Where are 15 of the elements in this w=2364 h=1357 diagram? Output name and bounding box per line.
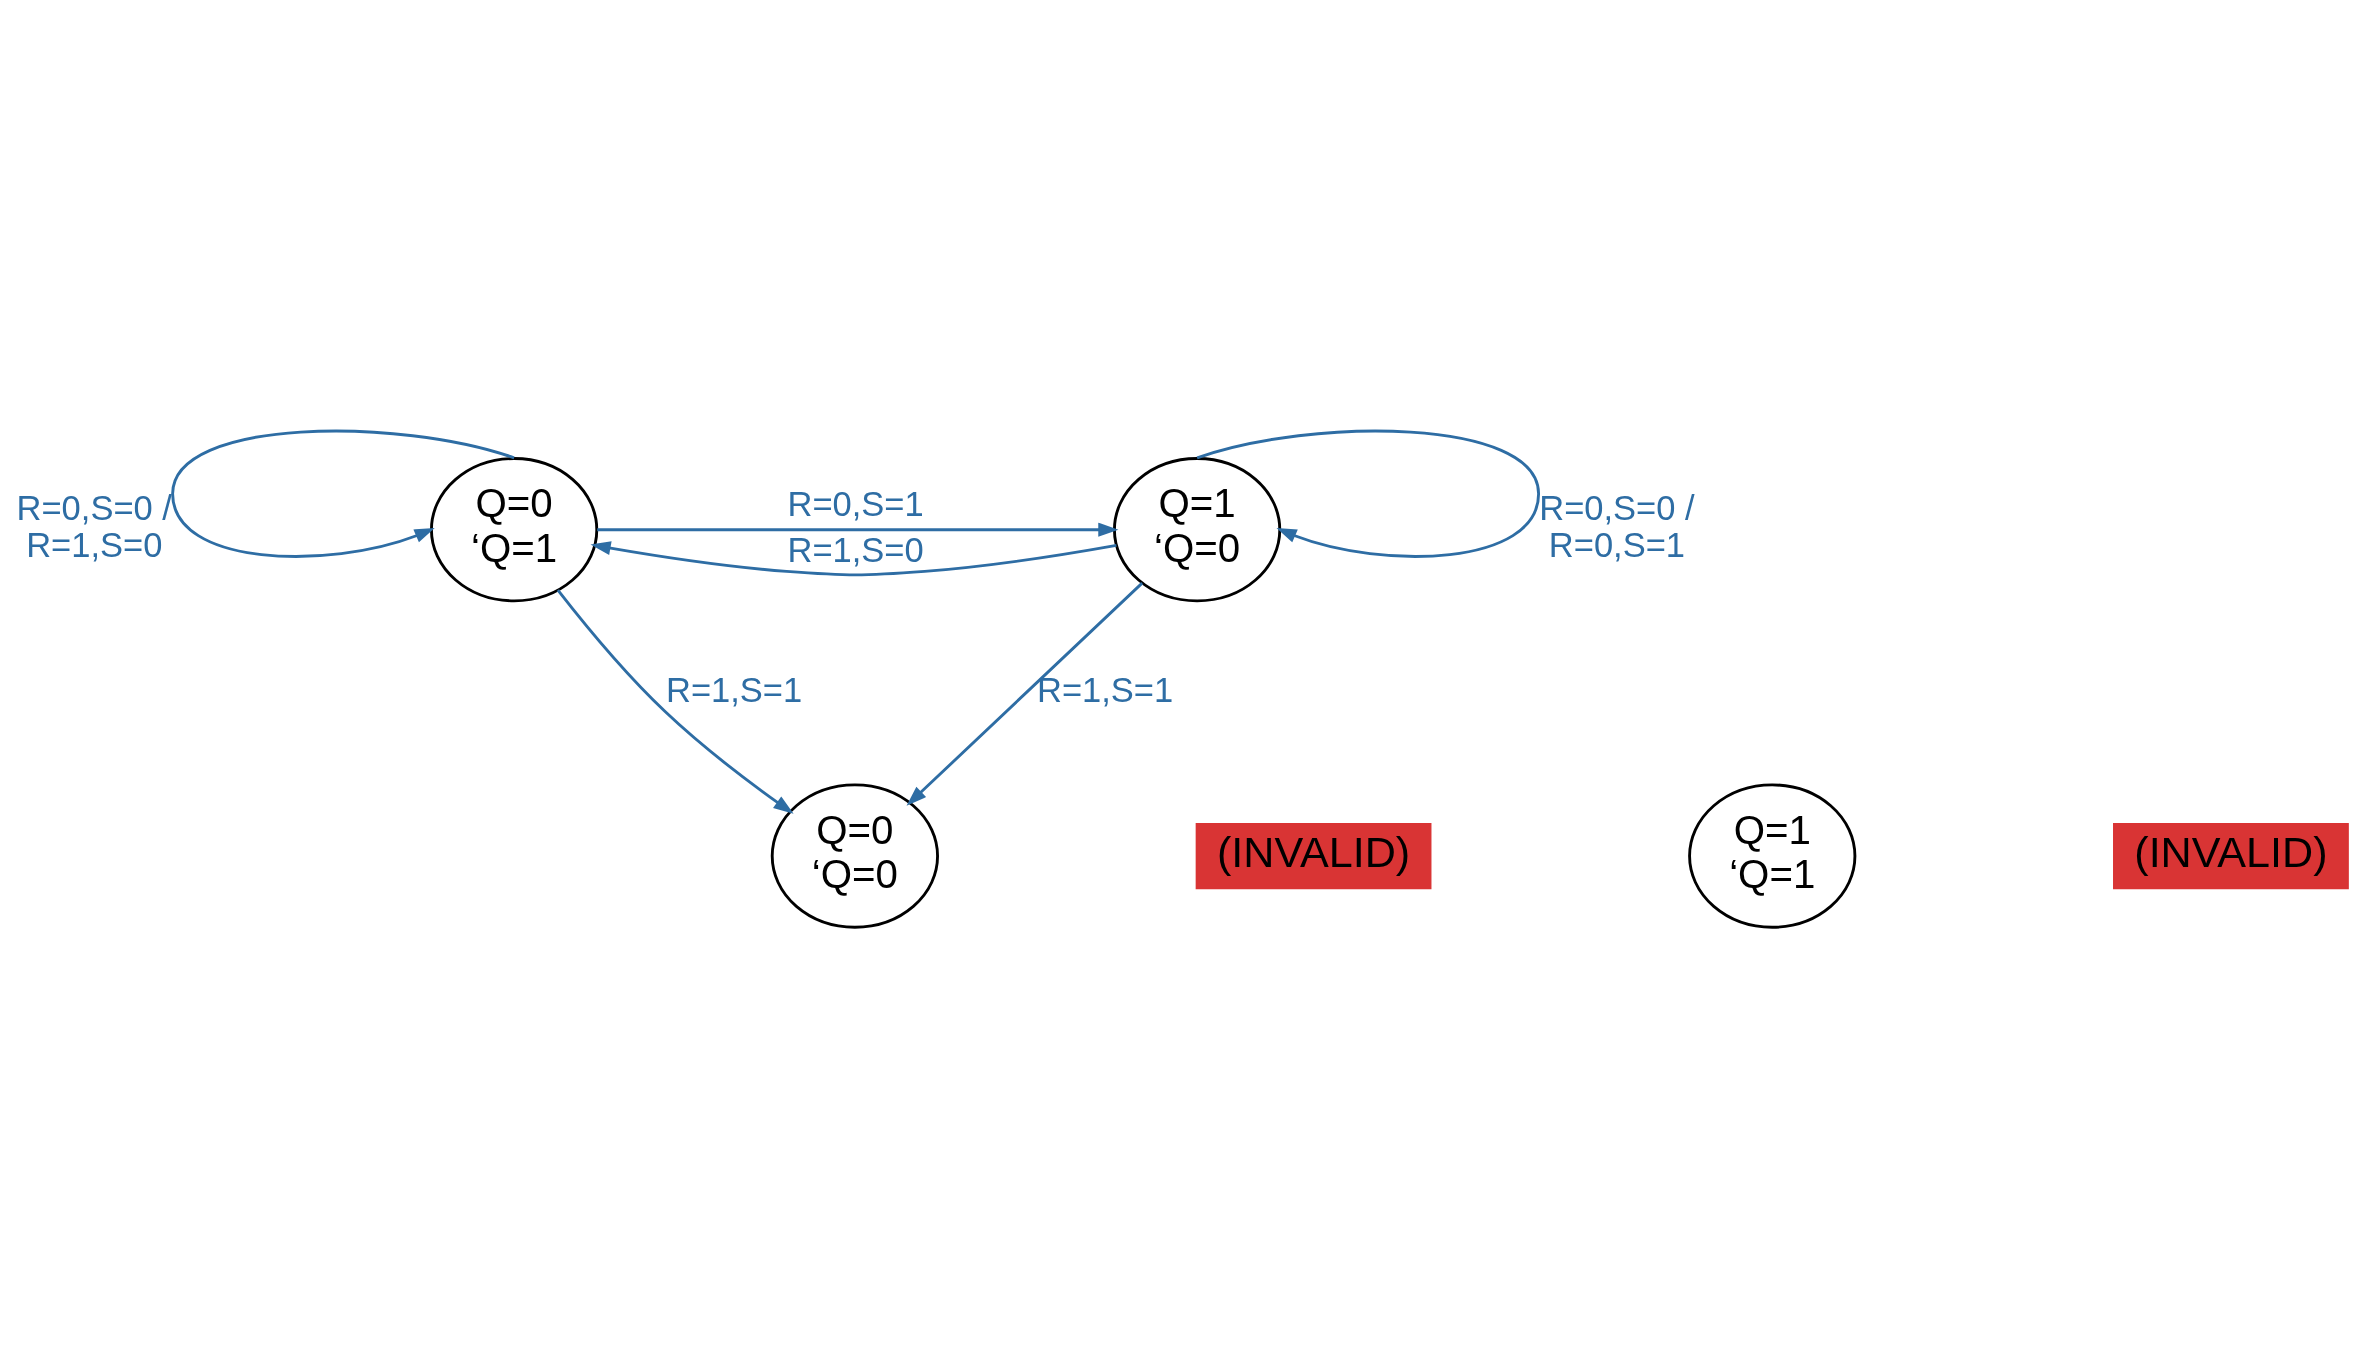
node-ellipse: Q=0 ‘Q=1 <box>430 456 599 602</box>
edge-label: R=1,S=1 <box>1036 670 1174 709</box>
edge-label: R=0,S=1 <box>787 484 924 523</box>
edge-label: R=1,S=1 <box>666 670 803 709</box>
arrow <box>590 540 1117 576</box>
edge-label: R=0,S=0 / R=0,S=1 <box>1539 488 1695 564</box>
edge-label: R=1,S=0 <box>787 530 924 569</box>
edge-label: R=0,S=0 / R=1,S=0 <box>16 488 172 564</box>
arrow <box>597 522 1119 537</box>
node-ellipse: Q=1 ‘Q=1 <box>1688 782 1857 929</box>
node-ellipse: Q=1 ‘Q=0 <box>1113 456 1282 602</box>
node-box: (INVALID) <box>2113 822 2349 889</box>
node-box: (INVALID) <box>1195 822 1432 889</box>
arrow <box>556 588 794 814</box>
arrow <box>906 581 1144 806</box>
